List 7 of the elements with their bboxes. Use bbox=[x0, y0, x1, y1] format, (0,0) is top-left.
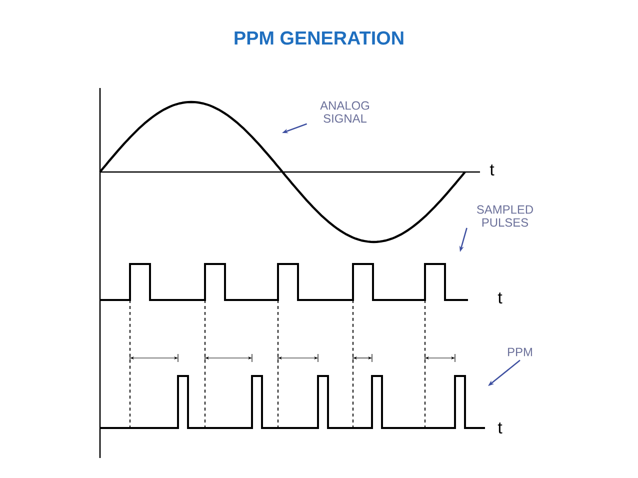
axis-label: t bbox=[490, 164, 494, 176]
annotation-label: SAMPLED PULSES bbox=[476, 205, 533, 227]
title: PPM GENERATION bbox=[234, 31, 404, 45]
annotation-label: ANALOG SIGNAL bbox=[320, 101, 370, 123]
annotation-label: PPM bbox=[508, 348, 532, 356]
axis-label: t bbox=[498, 422, 502, 434]
axis-label: t bbox=[498, 292, 502, 304]
